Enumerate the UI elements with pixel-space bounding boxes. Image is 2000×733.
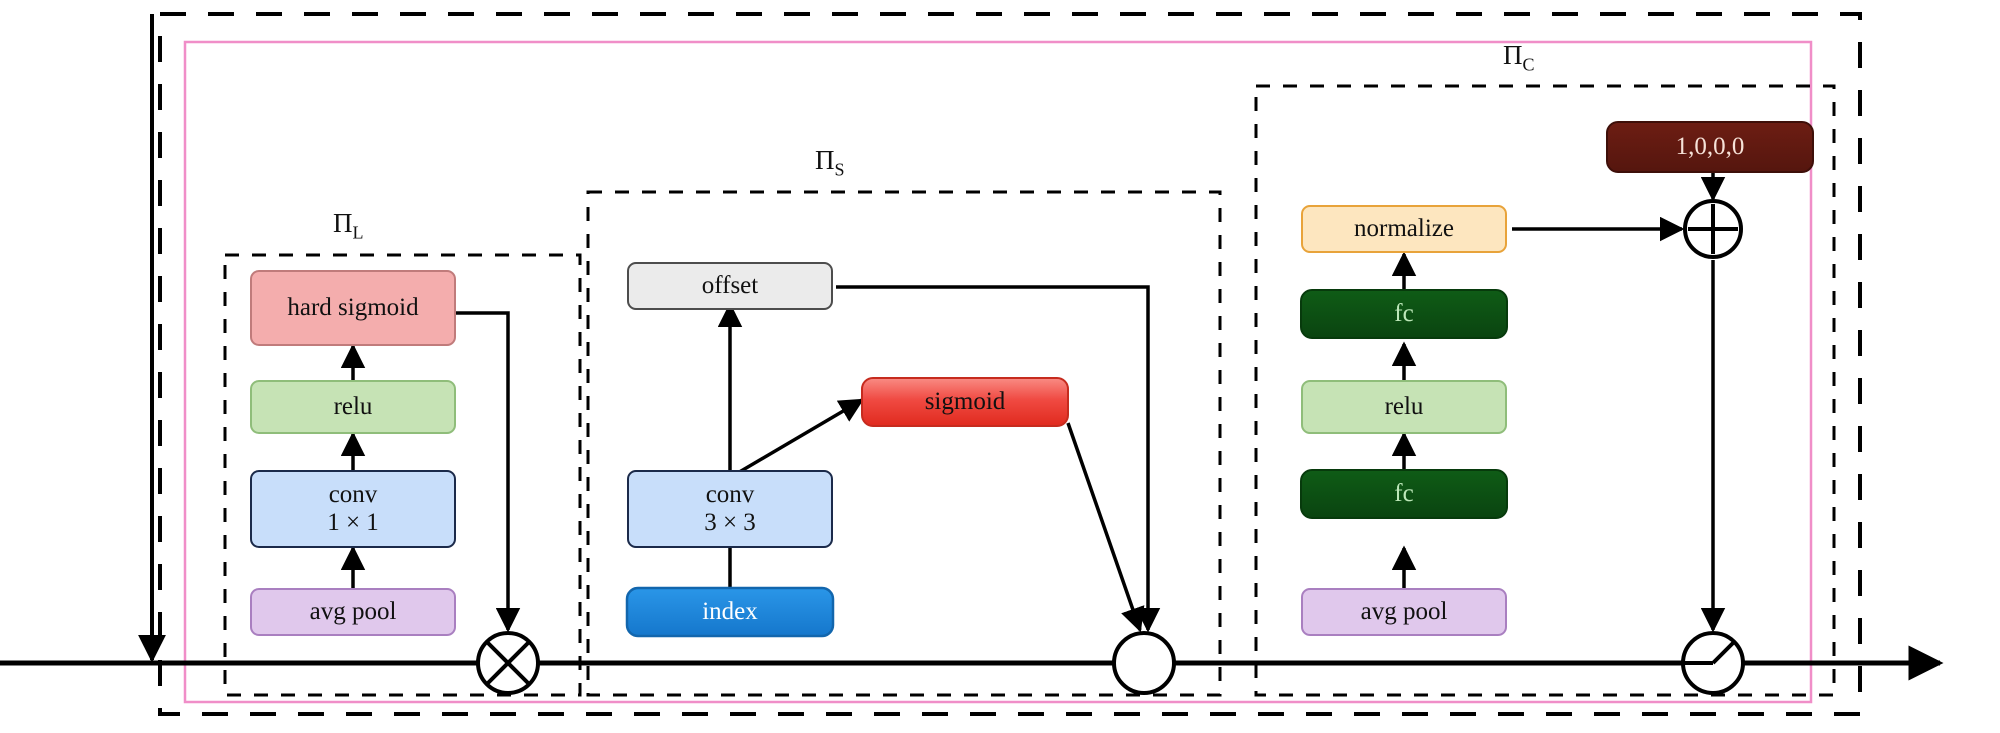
node-shape-fc-top (1300, 289, 1508, 339)
group-box-piL (223, 253, 582, 697)
node-sigmoid[interactable]: sigmoid (924, 388, 1006, 415)
node-fc-bottom[interactable]: fc (1394, 480, 1414, 507)
arrow-offset-to-combine (836, 285, 1161, 633)
node-shape-fc-bottom (1300, 469, 1508, 519)
group-label-piL: ΠL (333, 208, 364, 243)
node-relu-c[interactable]: relu (1301, 380, 1507, 434)
pink-boundary (183, 40, 1813, 704)
node-fc-top[interactable]: fc (1394, 300, 1414, 327)
node-one-hot[interactable]: 1,0,0,0 (1675, 133, 1745, 160)
pi-glyph-S: Π (815, 145, 835, 175)
pi-glyph-C: Π (1503, 40, 1523, 70)
node-shape-onehot (1606, 121, 1814, 173)
node-relu-l[interactable]: relu (250, 380, 456, 434)
node-shape-index (625, 586, 835, 638)
operator-scale (1681, 631, 1745, 695)
node-index[interactable]: index (702, 598, 758, 625)
node-avg-pool-l[interactable]: avg pool (250, 588, 456, 636)
arrow-hardsigmoid-to-multiply (456, 311, 521, 633)
group-label-piC: ΠC (1503, 40, 1535, 75)
node-normalize[interactable]: normalize (1301, 205, 1507, 253)
pi-subscript-C: C (1522, 54, 1535, 75)
arrow-sigmoid-to-combine (1066, 422, 1145, 633)
node-conv-3x3[interactable]: conv 3 × 3 (627, 470, 833, 548)
node-shape-sigmoid (861, 377, 1069, 427)
operator-combine (1112, 631, 1176, 695)
node-hard-sigmoid[interactable]: hard sigmoid (250, 270, 456, 346)
arrow-conv-to-sigmoid-S (735, 398, 865, 476)
pi-subscript-L: L (352, 222, 364, 243)
operator-multiply (476, 631, 540, 695)
pi-glyph-L: Π (333, 208, 353, 238)
group-label-piS: ΠS (815, 145, 845, 180)
pi-subscript-S: S (834, 159, 845, 180)
node-offset[interactable]: offset (627, 262, 833, 310)
operator-sum (1683, 199, 1743, 259)
node-avg-pool-c[interactable]: avg pool (1301, 588, 1507, 636)
node-conv-1x1[interactable]: conv 1 × 1 (250, 470, 456, 548)
